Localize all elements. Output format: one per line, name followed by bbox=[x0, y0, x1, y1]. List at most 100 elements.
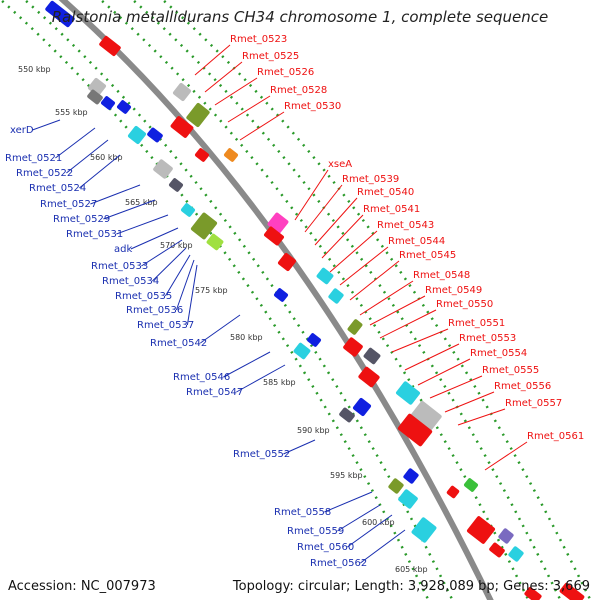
gene-feature bbox=[274, 288, 288, 302]
gene-feature bbox=[87, 89, 103, 105]
reverse-leader-line bbox=[141, 239, 183, 267]
tick-label: 585 kbp bbox=[263, 378, 296, 387]
reverse-gene-label: Rmet_0534 bbox=[102, 276, 159, 287]
gene-feature bbox=[293, 342, 311, 360]
tick-label: 580 kbp bbox=[230, 333, 263, 342]
reverse-gene-label: Rmet_0524 bbox=[29, 183, 86, 194]
gene-feature bbox=[396, 381, 420, 405]
forward-leader-line bbox=[349, 260, 400, 301]
reverse-gene-label: Rmet_0552 bbox=[233, 449, 290, 460]
forward-gene-label: Rmet_0551 bbox=[448, 318, 505, 329]
forward-leader-line bbox=[369, 295, 426, 326]
reverse-leader-line bbox=[186, 264, 198, 326]
track-dot-line bbox=[161, 0, 592, 600]
forward-gene-label: Rmet_0548 bbox=[413, 270, 470, 281]
track-dot-line bbox=[23, 0, 454, 600]
reverse-leader-line bbox=[223, 351, 271, 378]
forward-leader-line bbox=[214, 77, 258, 106]
gene-feature bbox=[388, 478, 404, 494]
gene-feature bbox=[45, 0, 75, 28]
reverse-gene-label: Rmet_0558 bbox=[274, 507, 331, 518]
gene-feature bbox=[489, 542, 505, 558]
forward-gene-label: Rmet_0530 bbox=[284, 101, 341, 112]
forward-leader-line bbox=[417, 358, 471, 386]
reverse-gene-label: adk bbox=[114, 244, 132, 255]
tick-label: 595 kbp bbox=[330, 471, 363, 480]
reverse-leader-line bbox=[55, 127, 96, 159]
forward-gene-label: Rmet_0556 bbox=[494, 381, 551, 392]
gene-feature bbox=[206, 233, 224, 251]
gene-feature bbox=[186, 103, 210, 127]
reverse-gene-label: Rmet_0559 bbox=[287, 526, 344, 537]
reverse-gene-label: Rmet_0521 bbox=[5, 153, 62, 164]
reverse-gene-label: Rmet_0562 bbox=[310, 558, 367, 569]
gene-feature bbox=[170, 116, 194, 138]
gene-feature bbox=[195, 148, 209, 162]
forward-gene-label: Rmet_0549 bbox=[425, 285, 482, 296]
forward-leader-line bbox=[404, 343, 460, 371]
reverse-gene-label: Rmet_0529 bbox=[53, 214, 110, 225]
forward-leader-line bbox=[304, 184, 343, 233]
gene-feature bbox=[190, 212, 218, 240]
forward-gene-label: Rmet_0526 bbox=[257, 67, 314, 78]
reverse-gene-label: Rmet_0546 bbox=[173, 372, 230, 383]
forward-gene-label: Rmet_0541 bbox=[363, 204, 420, 215]
reverse-gene-label: Rmet_0542 bbox=[150, 338, 207, 349]
forward-gene-label: Rmet_0540 bbox=[357, 187, 414, 198]
reverse-leader-line bbox=[236, 364, 286, 393]
reverse-gene-label: Rmet_0536 bbox=[126, 305, 183, 316]
forward-leader-line bbox=[391, 328, 449, 353]
forward-leader-line bbox=[321, 214, 364, 259]
forward-gene-label: Rmet_0554 bbox=[470, 348, 527, 359]
gene-feature bbox=[343, 337, 363, 357]
forward-gene-label: Rmet_0544 bbox=[388, 236, 445, 247]
tick-label: 560 kbp bbox=[90, 153, 123, 162]
gene-feature bbox=[363, 347, 381, 365]
forward-gene-label: Rmet_0523 bbox=[230, 34, 287, 45]
gene-feature bbox=[101, 96, 115, 110]
reverse-gene-label: Rmet_0527 bbox=[40, 199, 97, 210]
forward-leader-line bbox=[429, 375, 483, 399]
map-title: Ralstonia metallidurans CH34 chromosome … bbox=[51, 8, 549, 26]
reverse-leader-line bbox=[79, 154, 121, 189]
reverse-gene-label: Rmet_0531 bbox=[66, 229, 123, 240]
gene-feature bbox=[411, 517, 437, 543]
gene-features bbox=[45, 0, 585, 600]
reverse-leader-line bbox=[283, 439, 316, 455]
gene-feature bbox=[352, 397, 372, 417]
gene-feature bbox=[264, 226, 284, 246]
forward-gene-label: Rmet_0525 bbox=[242, 51, 299, 62]
reverse-gene-label: Rmet_0547 bbox=[186, 387, 243, 398]
forward-gene-label: Rmet_0557 bbox=[505, 398, 562, 409]
accession-text: Accession: NC_007973 bbox=[8, 579, 156, 594]
forward-gene-label: Rmet_0545 bbox=[399, 250, 456, 261]
tick-label: 570 kbp bbox=[160, 241, 193, 250]
forward-gene-label: Rmet_0550 bbox=[436, 299, 493, 310]
reverse-gene-label: Rmet_0533 bbox=[91, 261, 148, 272]
gene-feature bbox=[358, 366, 380, 388]
topology-text: Topology: circular; Length: 3,928,089 bp… bbox=[232, 579, 590, 594]
reverse-leader-line bbox=[200, 314, 241, 344]
tick-label: 600 kbp bbox=[362, 518, 395, 527]
gene-feature bbox=[316, 267, 334, 285]
reverse-leader-line bbox=[66, 139, 109, 174]
tick-label: 575 kbp bbox=[195, 286, 228, 295]
forward-leader-line bbox=[329, 230, 378, 273]
forward-leader-line bbox=[194, 44, 231, 76]
gene-feature bbox=[153, 159, 173, 179]
gene-feature bbox=[328, 288, 344, 304]
forward-leader-line bbox=[359, 280, 414, 316]
gene-feature bbox=[508, 546, 524, 562]
forward-leader-line bbox=[314, 197, 358, 246]
tick-label: 555 kbp bbox=[55, 108, 88, 117]
reverse-leader-line bbox=[116, 214, 169, 235]
tick-label: 590 kbp bbox=[297, 426, 330, 435]
tick-label: 550 kbp bbox=[18, 65, 51, 74]
forward-leader-line bbox=[239, 111, 285, 141]
forward-gene-label: Rmet_0553 bbox=[459, 333, 516, 344]
forward-gene-label: Rmet_0555 bbox=[482, 365, 539, 376]
gene-labels: Rmet_0523Rmet_0525Rmet_0526Rmet_0528Rmet… bbox=[5, 34, 584, 569]
forward-leader-line bbox=[484, 441, 528, 471]
label-lines bbox=[32, 44, 528, 564]
